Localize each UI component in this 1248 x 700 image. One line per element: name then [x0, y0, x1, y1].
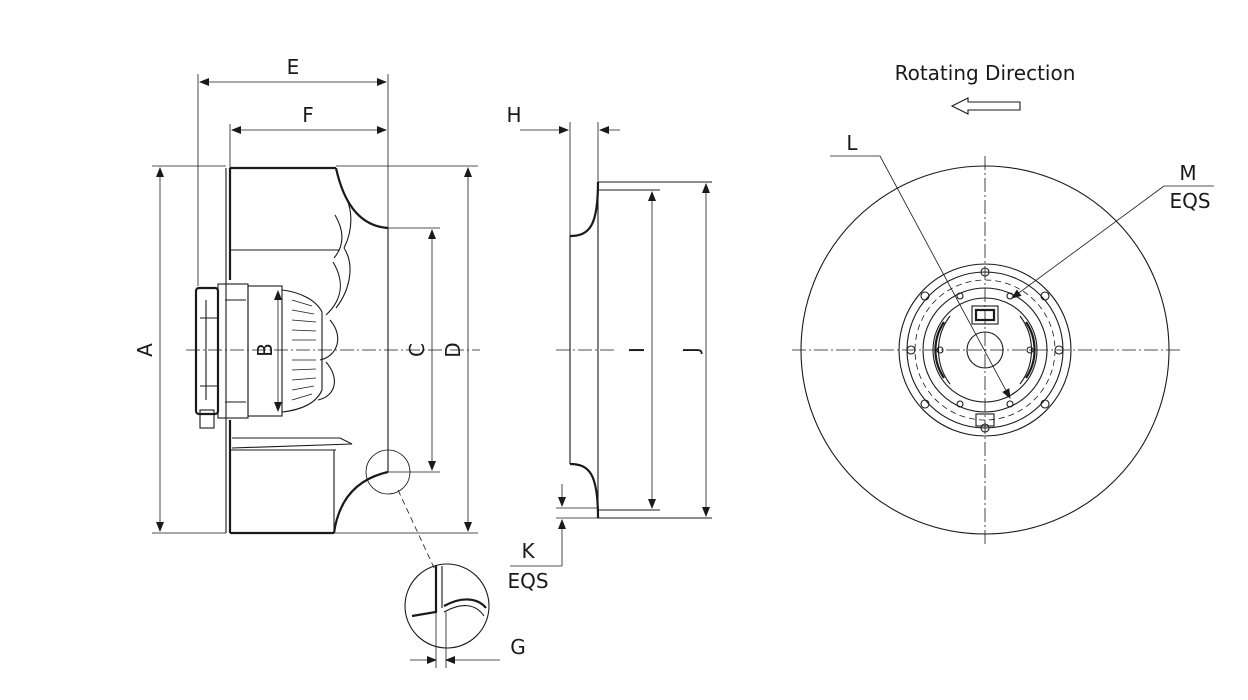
label-b: B: [253, 343, 277, 357]
label-d: D: [441, 342, 465, 357]
label-a: A: [133, 343, 157, 357]
dimension-f: F: [229, 103, 387, 168]
dimension-e: E: [197, 55, 389, 286]
label-j: J: [679, 347, 703, 355]
label-c: C: [405, 343, 429, 357]
dimension-m: M EQS: [1011, 161, 1214, 299]
label-m: M: [1179, 161, 1196, 185]
label-e: E: [287, 55, 300, 79]
label-f: F: [302, 103, 314, 127]
dimension-h: H: [506, 103, 620, 236]
dimension-i: I: [625, 191, 656, 509]
impeller-profile: [225, 166, 389, 535]
dimension-k: K EQS: [507, 484, 598, 593]
motor: [194, 283, 323, 429]
inlet-ring-view: H I J K EQS: [506, 103, 712, 593]
rotor-fins: [291, 299, 317, 401]
rotation-arrow: [950, 97, 1021, 115]
detail-callout: [365, 449, 437, 573]
label-i: I: [625, 347, 649, 353]
front-view: Rotating Direction: [792, 61, 1214, 544]
label-k: K: [521, 539, 535, 563]
label-l: L: [846, 131, 858, 155]
dimension-b: B: [253, 290, 282, 412]
dimension-l: L: [830, 131, 1011, 399]
inlet-ring-profile: [569, 181, 712, 519]
dimension-d: D: [334, 165, 478, 534]
detail-g-view: G: [404, 563, 526, 668]
side-view: A B C D E: [133, 55, 526, 668]
dimension-a: A: [133, 165, 226, 534]
m-note: EQS: [1169, 189, 1210, 213]
label-h: H: [506, 103, 521, 127]
dimension-j: J: [679, 183, 710, 517]
dimension-c: C: [388, 227, 440, 473]
rotation-label: Rotating Direction: [895, 61, 1076, 85]
k-note: EQS: [507, 569, 548, 593]
label-g: G: [510, 635, 526, 659]
